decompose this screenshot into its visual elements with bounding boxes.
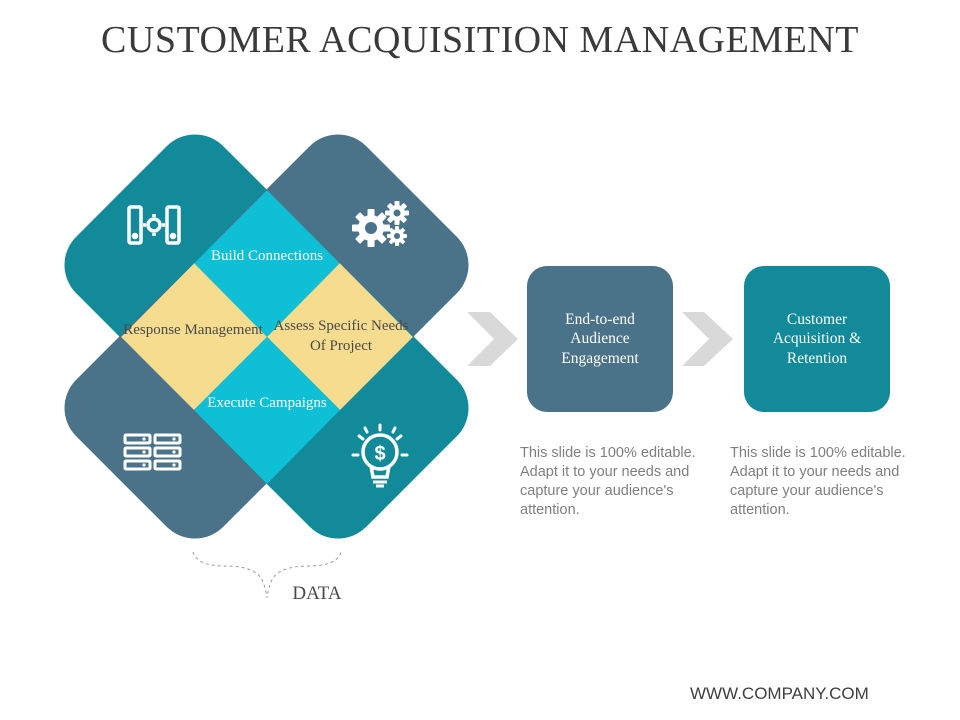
label-execute-campaigns: Execute Campaigns	[207, 395, 327, 411]
lightbulb-dollar-icon: $	[351, 423, 409, 488]
center-response	[121, 263, 267, 410]
svg-text:$: $	[374, 443, 385, 465]
data-brace	[192, 551, 342, 599]
label-build-connections: Build Connections	[210, 248, 324, 264]
center-build	[194, 190, 340, 337]
gears-icon	[352, 201, 409, 247]
step-label-engagement: End-to-end Audience Engagement	[561, 310, 639, 367]
arrow-chevron-1	[467, 312, 518, 366]
center-assess	[267, 263, 413, 410]
step-label-acquisition: Customer Acquisition & Retention	[772, 310, 862, 367]
data-label: DATA	[292, 583, 342, 604]
step-description-engagement: This slide is 100% editable. Adapt it to…	[520, 445, 696, 518]
website-url: WWW.COMPANY.COM	[690, 684, 869, 703]
label-response-management: Response Management	[123, 322, 263, 338]
step-box-acquisition: Customer Acquisition & Retention	[744, 266, 890, 412]
slide-title: CUSTOMER ACQUISITION MANAGEMENT	[101, 19, 859, 61]
arrow-chevron-2	[682, 312, 733, 366]
server-rack-icon	[123, 433, 182, 471]
center-execute	[194, 337, 340, 484]
step-box-engagement: End-to-end Audience Engagement	[527, 266, 673, 412]
label-assess-needs: Assess Specific Needs Of Project	[273, 318, 409, 354]
binders-gear-icon	[127, 205, 181, 245]
step-description-acquisition: This slide is 100% editable. Adapt it to…	[730, 445, 906, 518]
